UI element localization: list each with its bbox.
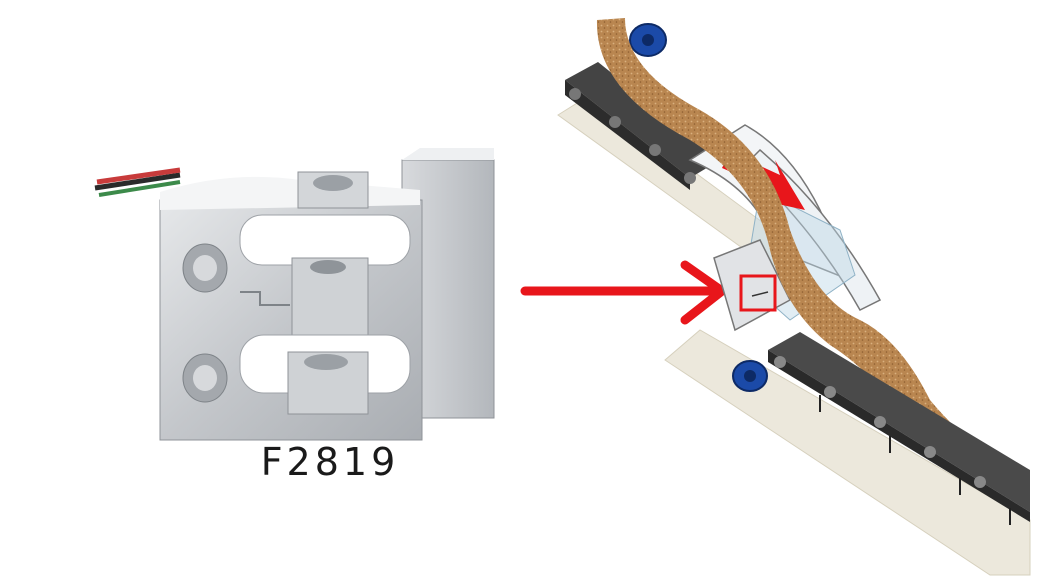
load-cell-image bbox=[94, 148, 495, 441]
motor-icon bbox=[732, 360, 768, 392]
conveyor-illustration bbox=[557, 18, 1031, 576]
motor-icon bbox=[629, 23, 667, 57]
product-model-label: F2819 bbox=[261, 440, 400, 484]
pointer-arrow bbox=[520, 260, 727, 325]
